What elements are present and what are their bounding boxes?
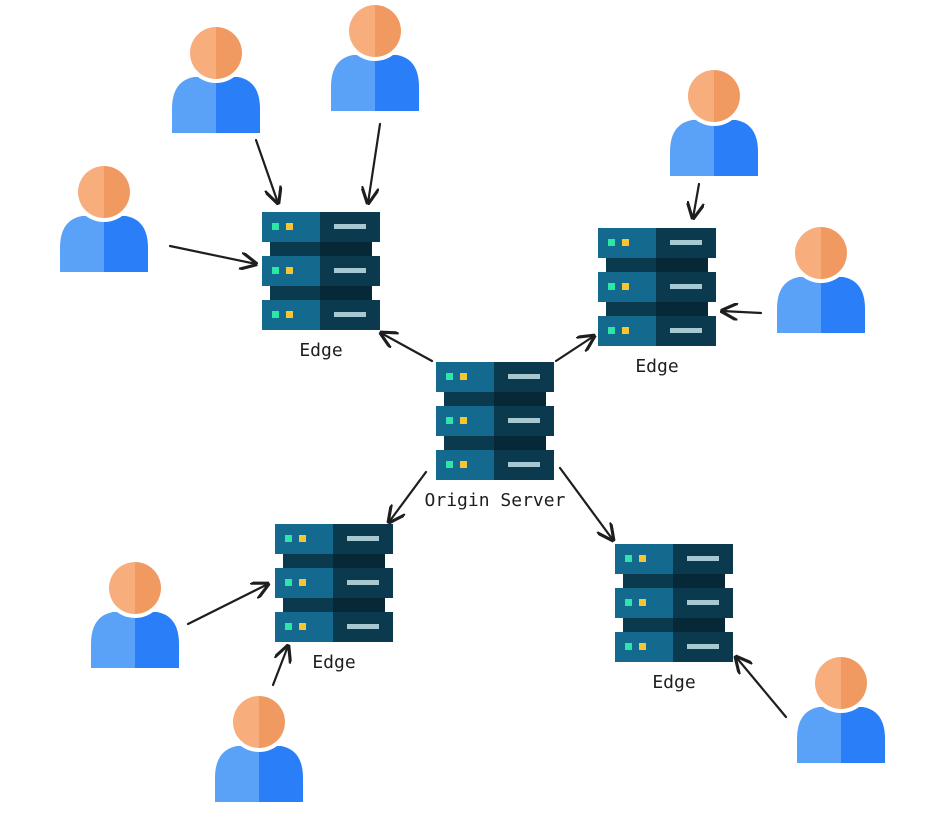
arrow-origin-to-edge: [389, 470, 428, 522]
user-icon: [777, 223, 865, 333]
user-icon: [670, 66, 758, 176]
edge-label-top-right: Edge: [635, 356, 678, 377]
user-icon: [797, 653, 885, 763]
edge-server-bottom-right: [615, 544, 733, 662]
arrow-user-to-edge: [736, 657, 788, 719]
user-icon: [331, 1, 419, 111]
arrow-user-to-edge: [186, 584, 268, 626]
user-icon: [60, 162, 148, 272]
edge-server-top-left: [262, 212, 380, 330]
user-icon: [172, 23, 260, 133]
arrow-user-to-edge: [168, 244, 256, 264]
user-icon: [91, 558, 179, 668]
edge-server-bottom-left: [275, 524, 393, 642]
arrow-user-to-edge: [722, 311, 763, 313]
arrow-user-to-edge: [271, 646, 288, 687]
arrow-user-to-edge: [368, 122, 382, 203]
arrow-origin-to-edge: [381, 333, 434, 363]
arrow-user-to-edge: [254, 138, 278, 203]
origin-server-label: Origin Server: [425, 490, 566, 511]
arrow-origin-to-edge: [554, 336, 594, 363]
edge-label-bottom-right: Edge: [652, 672, 695, 693]
arrow-origin-to-edge: [558, 466, 613, 540]
edge-label-top-left: Edge: [299, 340, 342, 361]
edge-server-top-right: [598, 228, 716, 346]
user-icon: [215, 692, 303, 802]
arrow-user-to-edge: [693, 182, 699, 218]
edge-label-bottom-left: Edge: [312, 652, 355, 673]
origin-server: [436, 362, 554, 480]
